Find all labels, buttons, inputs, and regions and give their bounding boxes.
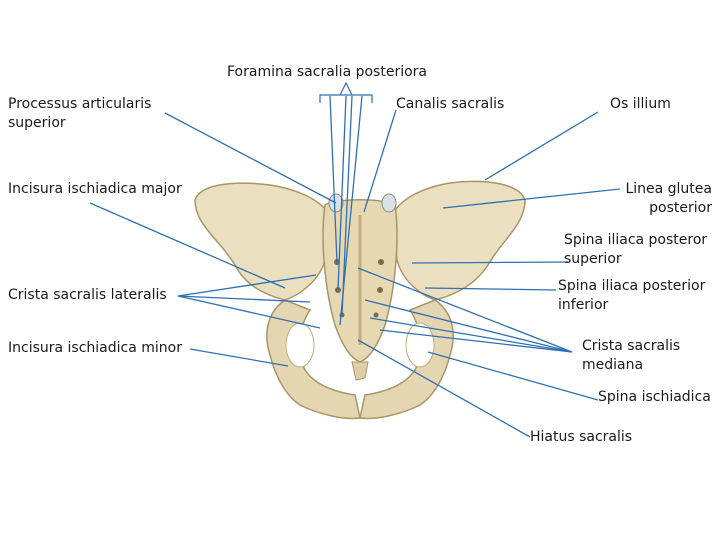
leader-crista-med-4	[379, 329, 573, 353]
leader-crista-med-3	[369, 317, 573, 353]
foramina-bracket-tip	[339, 81, 353, 96]
leader-canalis	[363, 109, 397, 213]
label-linea-glutea: Linea glutea posterior	[625, 181, 712, 216]
leader-crista-lat-1	[177, 274, 317, 297]
label-incisura-minor: Incisura ischiadica minor	[8, 340, 182, 356]
leader-crista-med-2	[364, 299, 573, 353]
foramen	[373, 312, 379, 318]
right-ilium	[391, 180, 526, 301]
leader-spina-inf	[424, 287, 557, 291]
leader-foramina-1	[329, 95, 338, 263]
leader-crista-lat-3	[177, 295, 321, 329]
coccyx	[351, 361, 369, 381]
label-foramina-sacralia: Foramina sacralia posteriora	[227, 64, 427, 80]
label-spina-ischiadica: Spina ischiadica	[598, 389, 711, 405]
label-hiatus-sacralis: Hiatus sacralis	[530, 429, 633, 445]
label-incisura-major: Incisura ischiadica major	[8, 181, 182, 197]
label-canalis-sacralis: Canalis sacralis	[396, 96, 505, 112]
left-ilium	[194, 182, 331, 301]
leader-hiatus	[357, 339, 531, 438]
leader-foramina-2	[337, 95, 347, 291]
leader-crista-lat-2	[177, 295, 311, 303]
leader-processus	[164, 112, 337, 204]
label-crista-lateralis: Crista sacralis lateralis	[8, 287, 167, 303]
pelvis-illustration	[194, 180, 526, 420]
leader-incisura-minor	[189, 348, 289, 367]
leader-os-ilium	[484, 111, 599, 181]
right-articular-process	[381, 193, 397, 213]
label-spina-iliaca-superior: Spina iliaca posteror superior	[564, 232, 708, 267]
leader-foramina-3	[341, 95, 353, 316]
label-processus-articularis: Processus articularis superior	[8, 96, 152, 131]
foramen	[377, 287, 383, 293]
label-spina-iliaca-inferior: Spina iliaca posterior inferior	[558, 278, 706, 313]
label-crista-mediana: Crista sacralis mediana	[582, 338, 681, 373]
leader-incisura-major	[89, 202, 286, 289]
label-os-ilium: Os illium	[610, 96, 671, 112]
leader-crista-med-1	[357, 267, 573, 353]
leader-foramina-4	[339, 95, 363, 326]
foramina-bracket	[319, 94, 373, 103]
leader-spina-sup	[411, 261, 569, 264]
leader-spina-ischiadica	[427, 351, 599, 401]
right-obturator	[405, 322, 435, 368]
leader-linea-glutea	[442, 188, 621, 209]
foramen	[378, 259, 384, 265]
left-obturator	[285, 322, 315, 368]
